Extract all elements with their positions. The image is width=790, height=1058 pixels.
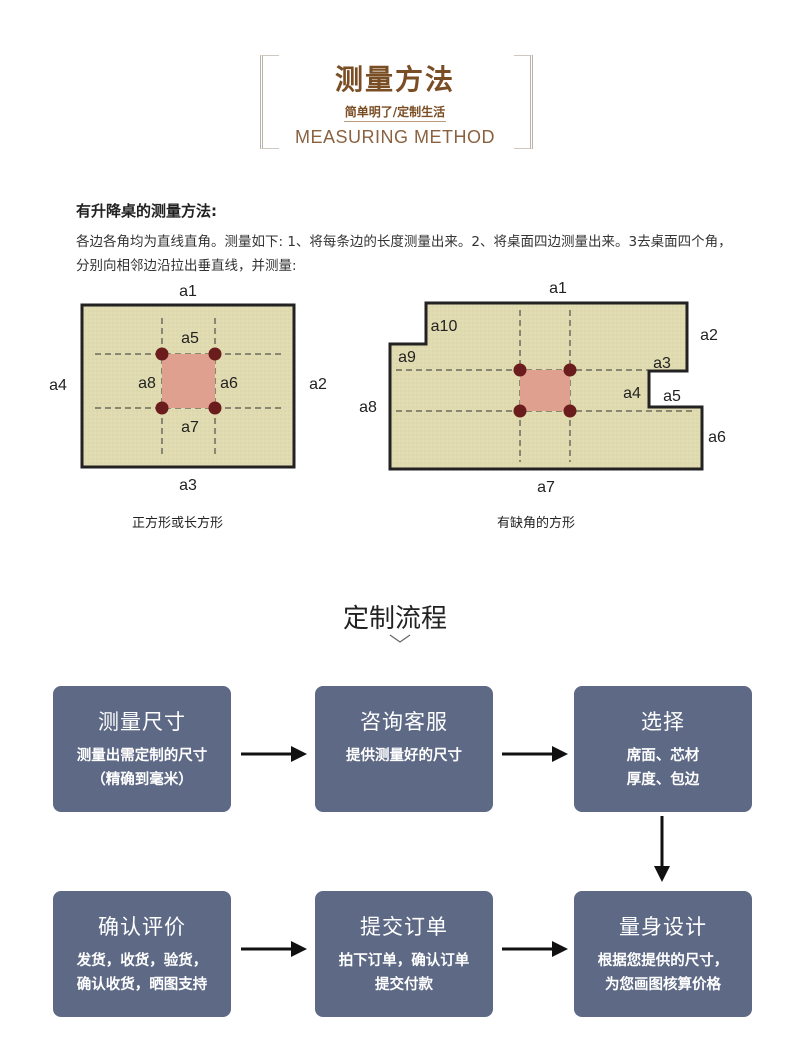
figure-notched-caption: 有缺角的方形 [497, 516, 576, 531]
figure-notched: a1 a2 a3 a4 a5 a6 a7 a8 a9 a10 [359, 280, 726, 496]
notched-corner-dot [563, 363, 577, 377]
rect-corner-dot [155, 401, 169, 415]
arrow-right-icon [241, 746, 307, 762]
notched-label-a6: a6 [708, 429, 726, 446]
rect-label-a1: a1 [179, 283, 197, 300]
step-title: 选择 [641, 710, 685, 734]
rect-corner-dot [208, 401, 222, 415]
page-subtitle: 简单明了/定制生活 [344, 105, 446, 119]
intro-body: 各边各角均为直线直角。测量如下: 1、将每条边的长度测量出来。2、将桌面四边测量… [76, 234, 732, 274]
notched-label-a3: a3 [653, 355, 671, 372]
step-measure: 测量尺寸 测量出需定制的尺寸 （精确到毫米） [53, 686, 231, 812]
rect-center-square [162, 354, 215, 408]
notched-label-a5: a5 [663, 388, 681, 405]
notched-label-a1: a1 [549, 280, 567, 297]
arrow-right-icon [241, 941, 307, 957]
rect-label-a4: a4 [49, 377, 67, 394]
measurement-diagram: a1 a2 a3 a4 a5 a6 a7 a8 a1 a2 a3 a4 a5 a… [49, 280, 726, 496]
subtitle-underline [344, 121, 446, 122]
figure-rectangle: a1 a2 a3 a4 a5 a6 a7 a8 [49, 283, 327, 494]
step-consult: 咨询客服 提供测量好的尺寸 [315, 686, 493, 812]
step-confirm-review: 确认评价 发货，收货，验货， 确认收货，晒图支持 [53, 891, 231, 1017]
rect-label-a2: a2 [309, 376, 327, 393]
step-custom-design: 量身设计 根据您提供的尺寸， 为您画图核算价格 [574, 891, 752, 1017]
step-submit-order: 提交订单 拍下订单，确认订单 提交付款 [315, 891, 493, 1017]
rect-label-a5: a5 [181, 330, 199, 347]
rect-label-a6: a6 [220, 375, 238, 392]
rect-label-a3: a3 [179, 477, 197, 494]
step-title: 量身设计 [619, 915, 707, 939]
notched-label-a9: a9 [398, 349, 416, 366]
notched-corner-dot [513, 404, 527, 418]
step-title: 测量尺寸 [98, 710, 186, 734]
notched-label-a8: a8 [359, 399, 377, 416]
notched-label-a4: a4 [623, 385, 641, 402]
figure-rectangle-caption: 正方形或长方形 [132, 516, 224, 531]
arrow-right-icon [502, 941, 568, 957]
rect-label-a8: a8 [138, 375, 156, 392]
rect-corner-dot [208, 347, 222, 361]
intro-heading: 有升降桌的测量方法: [76, 202, 217, 220]
step-title: 确认评价 [98, 915, 186, 939]
step-desc: 拍下订单，确认订单 提交付款 [338, 952, 470, 993]
notched-corner-dot [513, 363, 527, 377]
step-desc: 席面、芯材 厚度、包边 [626, 747, 700, 788]
page-title-english: MEASURING METHOD [294, 127, 495, 147]
step-desc: 发货，收货，验货， 确认收货，晒图支持 [76, 952, 208, 993]
step-desc: 根据您提供的尺寸， 为您画图核算价格 [597, 952, 729, 993]
notched-label-a2: a2 [700, 327, 718, 344]
arrow-right-icon [502, 746, 568, 762]
arrow-down-icon [654, 816, 670, 882]
rect-corner-dot [155, 347, 169, 361]
notched-corner-dot [563, 404, 577, 418]
header-bracket-left [260, 55, 279, 149]
step-choose: 选择 席面、芯材 厚度、包边 [574, 686, 752, 812]
notched-center-square [520, 370, 570, 411]
notched-label-a7: a7 [537, 479, 555, 496]
header-bracket-right [514, 55, 533, 149]
page-title: 测量方法 [334, 63, 455, 96]
rect-label-a7: a7 [181, 419, 199, 436]
step-title: 提交订单 [360, 915, 448, 939]
chevron-down-icon [389, 634, 411, 643]
step-title: 咨询客服 [360, 710, 448, 734]
step-desc: 提供测量好的尺寸 [346, 747, 462, 764]
notched-label-a10: a10 [431, 318, 458, 335]
process-title: 定制流程 [342, 604, 447, 634]
step-desc: 测量出需定制的尺寸 （精确到毫米） [76, 747, 208, 788]
